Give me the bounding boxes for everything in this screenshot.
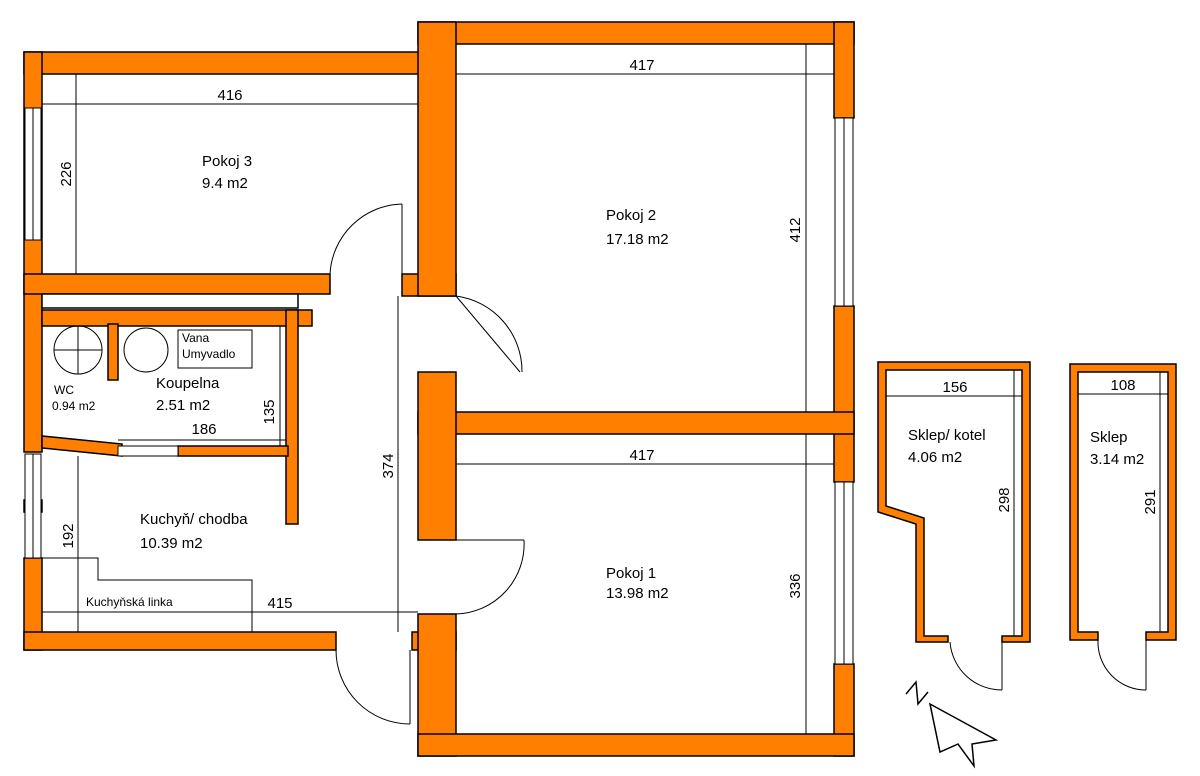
window-bathroom xyxy=(117,445,179,457)
doors xyxy=(329,203,525,725)
dim-koupelna-width: 186 xyxy=(191,421,216,438)
cellar-walls xyxy=(877,361,1177,643)
dim-pokoj3-width: 416 xyxy=(217,87,242,104)
fixtures xyxy=(53,325,253,375)
room-name-pokoj2: Pokoj 2 xyxy=(606,207,656,224)
dim-pokoj2-height: 412 xyxy=(787,217,804,242)
room-name-kuchyn: Kuchyň/ chodba xyxy=(140,511,248,528)
dim-chodba-height: 374 xyxy=(380,453,397,478)
room-area-wc: 0.94 m2 xyxy=(52,399,96,413)
room-name-wc: WC xyxy=(54,383,74,397)
room-name-pokoj1: Pokoj 1 xyxy=(606,565,656,582)
cellar-dim-lines xyxy=(886,370,1168,691)
bathtub-icon xyxy=(177,329,253,369)
compass-arrow-icon xyxy=(905,680,999,769)
wall-wc-bottom xyxy=(41,435,123,457)
walls-main xyxy=(23,21,855,757)
room-name-sklep: Sklep xyxy=(1090,429,1128,446)
room-area-kuchyn: 10.39 m2 xyxy=(140,535,203,552)
wall-left-pokoj1-upper xyxy=(417,371,457,541)
dim-pokoj3-height: 226 xyxy=(58,161,75,186)
fixture-umyvadlo: Umyvadlo xyxy=(182,347,236,361)
dim-pokoj1-width: 417 xyxy=(629,447,654,464)
sink-icon xyxy=(123,327,169,373)
wall-wc-divider xyxy=(107,323,119,381)
wall-left-pokoj2 xyxy=(417,21,457,297)
fixture-kuchynska-linka: Kuchyňská linka xyxy=(86,595,173,609)
room-area-koupelna: 2.51 m2 xyxy=(156,397,210,414)
dim-pokoj1-height: 336 xyxy=(787,573,804,598)
wall-top-pokoj2 xyxy=(417,21,855,45)
wall-top-pokoj3 xyxy=(23,51,423,75)
wall-right-upper xyxy=(833,21,855,119)
wall-left-pokoj1-lower xyxy=(417,613,457,757)
wall-bathroom-right xyxy=(285,309,299,525)
labels: Pokoj 3 9.4 m2 Pokoj 2 17.18 m2 Pokoj 1 … xyxy=(52,57,1159,612)
room-area-sklep: 3.14 m2 xyxy=(1090,451,1144,468)
room-area-sklep-kotel: 4.06 m2 xyxy=(908,449,962,466)
fixture-vana: Vana xyxy=(182,331,209,345)
wall-pokoj3-bottom xyxy=(23,273,331,295)
windows xyxy=(24,107,854,665)
wall-partition-horizontal xyxy=(41,293,299,309)
wall-bottom-pokoj1 xyxy=(417,733,855,757)
room-area-pokoj1: 13.98 m2 xyxy=(606,585,669,602)
dim-koupelna-height: 135 xyxy=(261,399,278,424)
room-name-sklep-kotel: Sklep/ kotel xyxy=(908,427,986,444)
wall-sklep-kotel xyxy=(877,361,1031,643)
dim-sklep-width: 108 xyxy=(1110,377,1135,394)
room-name-koupelna: Koupelna xyxy=(156,375,220,392)
wall-right-middle xyxy=(833,305,855,483)
room-area-pokoj3: 9.4 m2 xyxy=(202,175,248,192)
dim-pokoj2-width: 417 xyxy=(629,57,654,74)
dim-kuchyn-width: 415 xyxy=(267,595,292,612)
room-name-pokoj3: Pokoj 3 xyxy=(202,153,252,170)
dim-kuchyn-height: 192 xyxy=(60,523,77,548)
dimension-lines xyxy=(41,44,835,734)
wall-bathroom-top xyxy=(41,309,313,327)
wall-bottom-kitchen xyxy=(23,631,337,651)
wall-pokoj2-pokoj1 xyxy=(417,411,855,435)
wall-bathroom-bottom xyxy=(177,445,289,457)
dim-sklep-kotel-height: 298 xyxy=(996,487,1013,512)
dim-sklep-kotel-width: 156 xyxy=(942,379,967,396)
dim-sklep-height: 291 xyxy=(1142,489,1159,514)
room-area-pokoj2: 17.18 m2 xyxy=(606,231,669,248)
